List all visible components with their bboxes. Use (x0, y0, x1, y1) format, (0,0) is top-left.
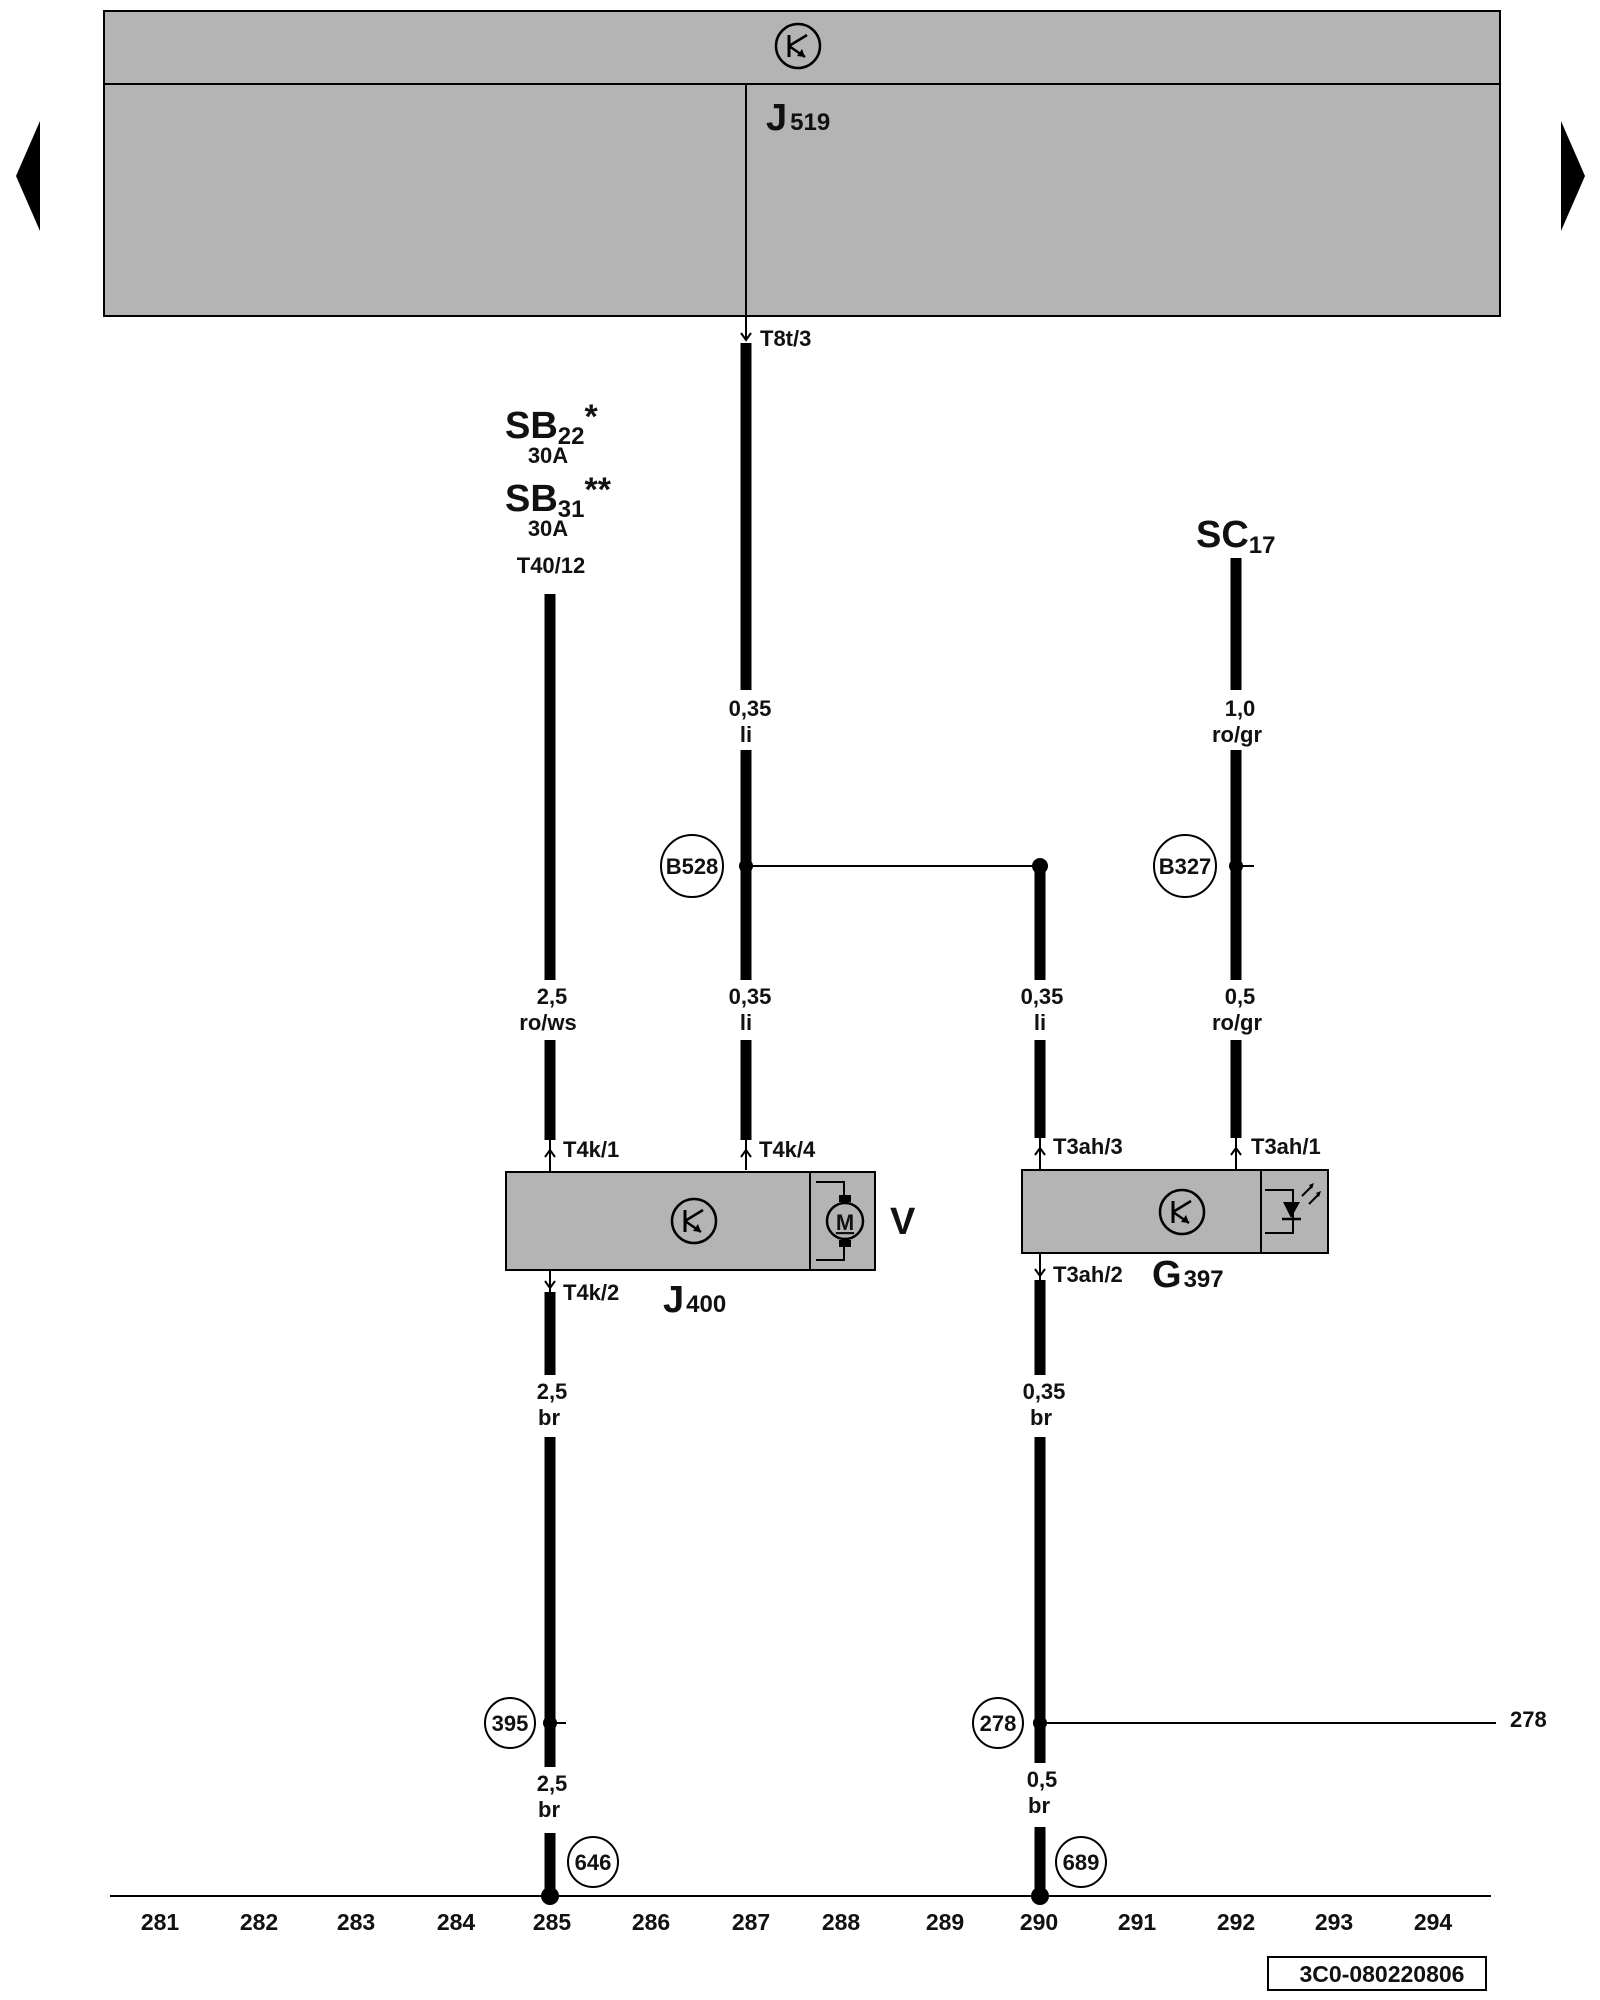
column-number: 282 (240, 1909, 278, 1935)
nav-left-icon[interactable] (16, 121, 40, 231)
wire-size-290c: 0,5 (1027, 1767, 1058, 1792)
wire-color-290b: br (1030, 1405, 1052, 1430)
junction-395: 395 (484, 1697, 536, 1749)
wire-color-285a: ro/ws (519, 1010, 576, 1035)
wire-size-290a: 0,35 (1021, 984, 1064, 1009)
document-id: 3C0-080220806 (1267, 1956, 1487, 1991)
column-number: 289 (926, 1909, 964, 1935)
svg-text:M: M (836, 1210, 854, 1235)
wire-size-292b: 0,5 (1225, 984, 1256, 1009)
sensor-g397 (1021, 1169, 1329, 1254)
wire-size-285a: 2,5 (537, 984, 568, 1009)
fuse-sb31: SB31** (505, 471, 612, 523)
wire-size-285b: 2,5 (537, 1379, 568, 1404)
wire-color-290a: li (1034, 1010, 1046, 1035)
column-number: 281 (141, 1909, 180, 1935)
svg-text:689: 689 (1063, 1850, 1100, 1875)
svg-text:3C0-080220806: 3C0-080220806 (1300, 1961, 1465, 1987)
g397-label: G397 (1152, 1254, 1224, 1296)
connector-t8t3: T8t/3 (760, 326, 811, 351)
wire-color-292a: ro/gr (1212, 722, 1263, 747)
svg-text:278: 278 (980, 1711, 1017, 1736)
column-number: 292 (1217, 1909, 1255, 1935)
junction-b528: B528 (660, 834, 724, 898)
wire-size-287b: 0,35 (729, 984, 772, 1009)
electronics-symbol-icon (1158, 1188, 1206, 1236)
connector-t4k4: T4k/4 (759, 1137, 816, 1162)
fuse-sb31-rating: 30A (528, 516, 568, 541)
motor-v-label: V (890, 1201, 916, 1243)
wire-color-285c: br (538, 1797, 560, 1822)
wire-size-292a: 1,0 (1225, 696, 1256, 721)
column-number: 284 (437, 1909, 476, 1935)
connector-t4k2: T4k/2 (563, 1280, 619, 1305)
column-number: 285 (533, 1909, 572, 1935)
column-number: 287 (732, 1909, 770, 1935)
electronics-symbol-icon (774, 22, 822, 70)
column-number: 294 (1414, 1909, 1453, 1935)
connector-t40-12: T40/12 (517, 553, 586, 578)
ground-ref-646: 646 (567, 1836, 619, 1888)
wire-size-290b: 0,35 (1023, 1379, 1066, 1404)
column-number: 291 (1118, 1909, 1157, 1935)
column-number-row: 281 282 283 284 285 286 287 288 289 290 … (141, 1909, 1453, 1935)
wire-color-292b: ro/gr (1212, 1010, 1263, 1035)
electronics-symbol-icon (670, 1197, 718, 1245)
cross-ref-278[interactable]: 278 (1510, 1707, 1547, 1732)
wire-size-287a: 0,35 (729, 696, 772, 721)
j400-label: J400 (663, 1279, 726, 1321)
column-number: 290 (1020, 1909, 1058, 1935)
connector-t3ah3: T3ah/3 (1053, 1134, 1123, 1159)
wire-size-285c: 2,5 (537, 1771, 568, 1796)
ground-ref-689: 689 (1055, 1836, 1107, 1888)
connector-t3ah1: T3ah/1 (1251, 1134, 1321, 1159)
svg-text:B528: B528 (666, 854, 719, 879)
led-icon (1265, 1183, 1321, 1234)
wire-color-287a: li (740, 722, 752, 747)
column-number: 293 (1315, 1909, 1353, 1935)
junction-278: 278 (972, 1697, 1024, 1749)
connector-t3ah2: T3ah/2 (1053, 1262, 1123, 1287)
motor-icon: M (816, 1181, 865, 1261)
wire-color-290c: br (1028, 1793, 1050, 1818)
nav-right-icon[interactable] (1561, 121, 1585, 231)
junction-b327: B327 (1153, 834, 1217, 898)
fuse-sc17: SC17 (1196, 514, 1276, 559)
wire-color-285b: br (538, 1405, 560, 1430)
svg-text:395: 395 (492, 1711, 529, 1736)
wire-color-287b: li (740, 1010, 752, 1035)
pin-arrow-t8t3 (740, 332, 752, 342)
svg-text:B327: B327 (1159, 854, 1212, 879)
control-unit-j400: M (505, 1171, 876, 1271)
column-number: 288 (822, 1909, 861, 1935)
connector-t4k1: T4k/1 (563, 1137, 619, 1162)
svg-text:646: 646 (575, 1850, 612, 1875)
fuse-sb22-rating: 30A (528, 443, 568, 468)
column-number: 283 (337, 1909, 375, 1935)
fuse-sb22: SB22* (505, 398, 599, 450)
column-number: 286 (632, 1909, 670, 1935)
